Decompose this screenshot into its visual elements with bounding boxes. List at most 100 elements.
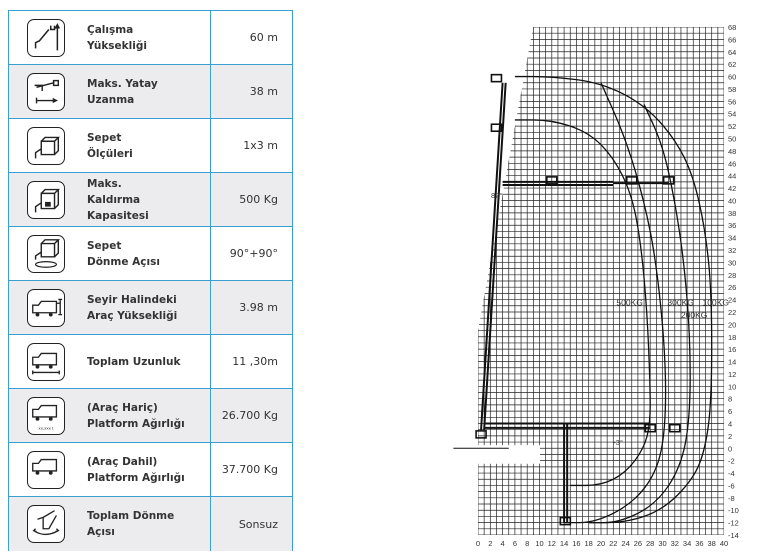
lift-capacity-icon	[27, 181, 65, 219]
x-tick-label: 34	[683, 539, 691, 548]
y-tick-label: -6	[728, 481, 735, 490]
load-label: 100KG	[702, 298, 728, 308]
y-tick-label: 26	[728, 283, 736, 292]
spec-row: Maks. Yatay Uzanma 38 m	[9, 65, 292, 119]
y-tick-label: 44	[728, 172, 736, 181]
basket	[559, 516, 572, 526]
angle-label: -3°	[613, 438, 623, 447]
basket	[662, 176, 675, 185]
spec-value: 38 m	[210, 65, 292, 118]
y-tick-label: 38	[728, 209, 736, 218]
y-tick-label: -12	[728, 519, 739, 528]
y-tick-label: 18	[728, 333, 736, 342]
total-length-icon	[27, 343, 65, 381]
spec-label: Toplam Dönme Açısı	[87, 510, 175, 538]
basket	[625, 176, 638, 185]
y-tick-label: -14	[728, 531, 739, 540]
y-tick-label: 24	[728, 296, 736, 305]
x-tick-label: 20	[597, 539, 605, 548]
x-tick-label: 36	[695, 539, 703, 548]
y-tick-label: 28	[728, 271, 736, 280]
x-tick-label: 32	[671, 539, 679, 548]
y-tick-label: 42	[728, 184, 736, 193]
y-tick-label: 2	[728, 432, 732, 441]
y-tick-label: 4	[728, 419, 732, 428]
y-tick-label: 8	[728, 395, 732, 404]
y-tick-label: 6	[728, 407, 732, 416]
icon-caption: xx,xxx t	[38, 425, 54, 430]
y-tick-label: 16	[728, 345, 736, 354]
ground-box	[478, 445, 540, 464]
y-tick-label: 66	[728, 35, 736, 44]
load-label: 200KG	[681, 310, 707, 320]
basket-rotation-icon	[27, 235, 65, 273]
y-tick-label: -4	[728, 469, 735, 478]
y-tick-label: 54	[728, 110, 736, 119]
y-tick-label: 60	[728, 73, 736, 82]
spec-value: 11 ,30m	[210, 335, 292, 388]
y-tick-label: 20	[728, 320, 736, 329]
y-tick-label: 56	[728, 97, 736, 106]
x-tick-label: 2	[488, 539, 492, 548]
y-tick-label: 22	[728, 308, 736, 317]
x-tick-label: 38	[708, 539, 716, 548]
spec-row: (Araç Dahil) Platform Ağırlığı 37.700 Kg	[9, 443, 292, 497]
y-tick-label: 12	[728, 370, 736, 379]
vehicle-height-icon	[27, 289, 65, 327]
total-rotation-icon	[27, 505, 65, 543]
y-tick-label: 40	[728, 196, 736, 205]
envelope-200kg	[588, 104, 691, 524]
y-tick-label: 0	[728, 444, 732, 453]
spec-label: Sepet Ölçüleri	[87, 131, 133, 160]
spec-value: 500 Kg	[210, 173, 292, 226]
spec-label: Çalışma Yüksekliği	[87, 23, 147, 52]
y-tick-label: -10	[728, 506, 739, 515]
x-tick-label: 4	[501, 539, 505, 548]
basket	[668, 423, 681, 433]
spec-label: (Araç Hariç) Platform Ağırlığı	[87, 401, 185, 430]
y-tick-label: 58	[728, 85, 736, 94]
basket	[490, 73, 503, 83]
x-tick-label: 12	[548, 539, 556, 548]
y-tick-label: 10	[728, 382, 736, 391]
spec-value: 1x3 m	[210, 119, 292, 172]
y-tick-label: 34	[728, 234, 736, 243]
basket	[644, 423, 657, 433]
y-tick-label: -8	[728, 494, 735, 503]
y-tick-label: 64	[728, 48, 736, 57]
x-tick-label: 6	[513, 539, 517, 548]
spec-row: Toplam Uzunluk 11 ,30m	[9, 335, 292, 389]
boom-section	[483, 82, 507, 430]
spec-value: Sonsuz	[210, 497, 292, 551]
spec-row: Toplam Dönme Açısı Sonsuz	[9, 497, 292, 551]
x-tick-label: 18	[585, 539, 593, 548]
y-tick-label: 62	[728, 60, 736, 69]
spec-label: Maks. Yatay Uzanma	[87, 77, 158, 106]
x-tick-label: 16	[572, 539, 580, 548]
basket-size-icon	[27, 127, 65, 165]
x-tick-label: 14	[560, 539, 568, 548]
spec-value: 37.700 Kg	[210, 443, 292, 496]
working-height-icon	[27, 19, 65, 57]
total-weight-icon	[27, 451, 65, 489]
envelope-300kg	[564, 82, 667, 524]
boom-section	[480, 82, 504, 430]
load-label: 500KG	[616, 298, 642, 308]
platform-weight-icon: xx,xxx t	[27, 397, 65, 435]
x-tick-label: 10	[535, 539, 543, 548]
x-tick-label: 0	[476, 539, 480, 548]
spec-label: (Araç Dahil) Platform Ağırlığı	[87, 455, 185, 484]
basket	[475, 430, 487, 439]
y-tick-label: 52	[728, 122, 736, 131]
spec-label: Toplam Uzunluk	[87, 355, 181, 368]
x-tick-label: 24	[621, 539, 629, 548]
x-tick-label: 26	[634, 539, 642, 548]
x-tick-label: 22	[609, 539, 617, 548]
